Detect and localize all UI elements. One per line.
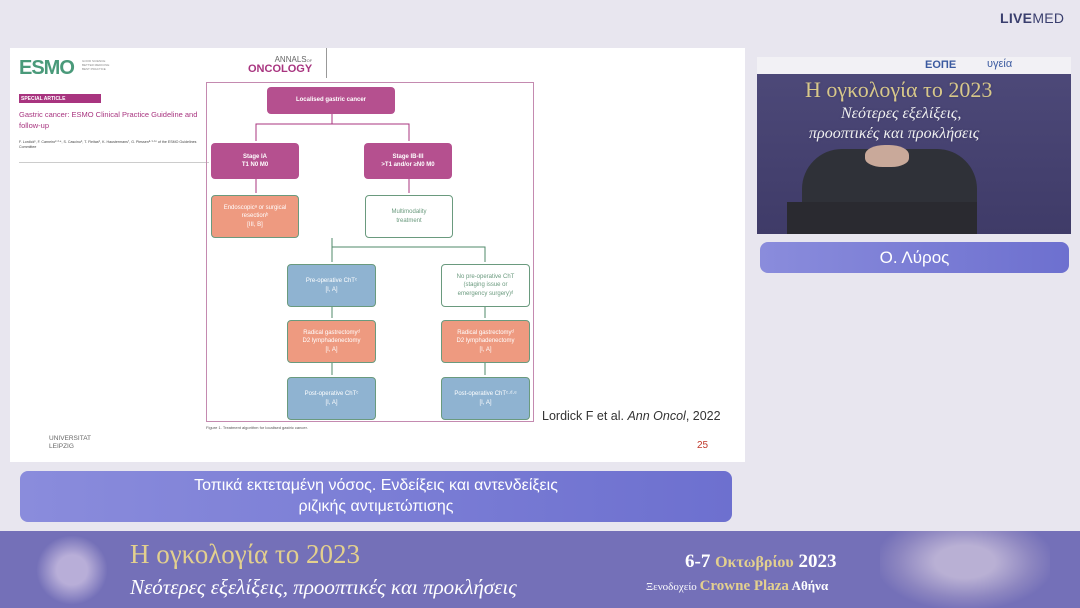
authors: F. Lordick¹, F. Carneiro²·³·⁴, S. Cascin… <box>19 140 197 150</box>
flow-node-postop-right: Post-operative ChTᶜ·ᵈ·ᵉ [I, A] <box>441 377 530 420</box>
banner-subtitle: Νεότερες εξελίξεις, προοπτικές και προκλ… <box>130 575 517 599</box>
banner-dates: 6-7 Οκτωβρίου 2023 <box>685 551 837 572</box>
sponsor-logo: ΕΟΠΕ <box>925 59 957 71</box>
banner-title: Η ογκολογία το 2023 <box>130 539 360 569</box>
backdrop-subtitle: προοπτικές και προκλήσεις <box>809 125 980 142</box>
flow-node-radical-left: Radical gastrectomyᵈ D2 lymphadenectomy … <box>287 320 376 363</box>
divider <box>326 48 327 78</box>
flow-node-radical-right: Radical gastrectomyᵈ D2 lymphadenectomy … <box>441 320 530 363</box>
flowchart-frame: Localised gastric cancer Stage IA T1 N0 … <box>206 82 534 422</box>
speaker-name-bar: Ο. Λύρος <box>760 242 1069 273</box>
speaker-head <box>865 145 909 167</box>
podium <box>787 202 977 234</box>
article-title: Gastric cancer: ESMO Clinical Practice G… <box>19 110 198 130</box>
caption-line: ριζικής αντιμετώπισης <box>298 497 454 515</box>
speaker-video: ΕΟΠΕ υγεία Η ογκολογία το 2023 Νεότερες … <box>757 57 1071 234</box>
event-banner: Η ογκολογία το 2023 Νεότερες εξελίξεις, … <box>0 531 1080 608</box>
banner-venue: Ξενοδοχείο Crowne Plaza Αθήνα <box>646 578 829 594</box>
backdrop-title: Η ογκολογία το 2023 <box>805 77 993 102</box>
caption-line: Τοπικά εκτεταμένη νόσος. Ενδείξεις και α… <box>194 476 558 494</box>
divider <box>19 162 209 163</box>
flow-node-stage-ib: Stage IB-III >T1 and/or ≥N0 M0 <box>364 143 452 179</box>
page-number: 25 <box>697 440 709 451</box>
sponsor-strip: ΕΟΠΕ υγεία <box>757 57 1071 74</box>
flow-node-stage-ia: Stage IA T1 N0 M0 <box>211 143 299 179</box>
flow-node-postop-left: Post-operative ChTᶜ [I, A] <box>287 377 376 420</box>
flow-node-endoscopic: Endoscopicᵃ or surgical resectionᵇ [III,… <box>211 195 299 238</box>
flow-node-multimodality: Multimodality treatment <box>365 195 453 238</box>
esmo-logo: ESMO <box>19 57 75 79</box>
olive-tree-icon <box>880 531 1050 608</box>
annals-oncology-logo: ANNALSOF ONCOLOGY <box>248 55 313 75</box>
tree-dna-logo-icon <box>36 535 108 605</box>
livemed-logo: LIVEMED <box>1000 10 1065 26</box>
figure-caption: Figure 1. Treatment algorithm for locali… <box>206 425 308 430</box>
flow-node-localised: Localised gastric cancer <box>267 87 395 114</box>
sponsor-logo: υγεία <box>987 58 1013 70</box>
backdrop-subtitle: Νεότερες εξελίξεις, <box>841 105 962 122</box>
citation: Lordick F et al. Ann Oncol, 2022 <box>542 409 721 423</box>
section-label: SPECIAL ARTICLE <box>19 94 101 103</box>
topic-caption-bar: Τοπικά εκτεταμένη νόσος. Ενδείξεις και α… <box>20 471 732 522</box>
flow-node-preop: Pre-operative ChTᶜ [I, A] <box>287 264 376 307</box>
flow-node-no-preop: No pre-operative ChT (staging issue or e… <box>441 264 530 307</box>
flowchart-connectors <box>255 114 486 375</box>
